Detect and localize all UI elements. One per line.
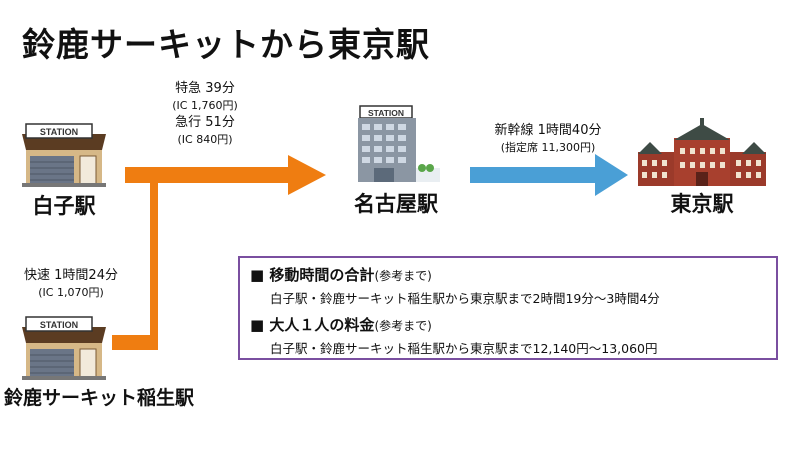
time-detail: 白子駅・鈴鹿サーキット稲生駅から東京駅まで2時間19分～3時間4分 — [270, 291, 660, 306]
shiroko-sign-text: STATION — [40, 127, 78, 137]
tokkyu-label: 特急 39分 — [175, 81, 235, 96]
kaisoku-fare: (IC 1,070円) — [38, 286, 104, 299]
summary-box: ■ 移動時間の合計(参考まで) 白子駅・鈴鹿サーキット稲生駅から東京駅まで2時間… — [238, 256, 778, 360]
fare-detail: 白子駅・鈴鹿サーキット稲生駅から東京駅まで12,140円～13,060円 — [270, 341, 658, 356]
time-heading: 移動時間の合計 — [269, 266, 375, 284]
blue-arrow — [470, 154, 628, 196]
nagoya-sign-text: STATION — [368, 108, 404, 118]
station-name-nagoya: 名古屋駅 — [354, 192, 438, 216]
station-name-tokyo: 東京駅 — [670, 192, 734, 216]
kaisoku-label: 快速 1時間24分 — [24, 268, 118, 283]
fare-section: ■ 大人１人の料金(参考まで) 白子駅・鈴鹿サーキット稲生駅から東京駅まで12,… — [250, 314, 770, 357]
page-title: 鈴鹿サーキットから東京駅 — [22, 25, 430, 64]
shiroko-station-building-icon: STATION — [22, 123, 106, 187]
suzuka-sign-text: STATION — [40, 320, 78, 330]
tokkyu-fare: (IC 1,760円) — [172, 99, 238, 112]
route-shiroko-nagoya: 特急 39分 (IC 1,760円) 急行 51分 (IC 840円) — [150, 80, 260, 148]
orange-connector — [112, 155, 326, 350]
time-section: ■ 移動時間の合計(参考まで) 白子駅・鈴鹿サーキット稲生駅から東京駅まで2時間… — [250, 264, 770, 307]
time-note: (参考まで) — [374, 269, 432, 283]
tokyo-station-building-icon — [638, 118, 766, 186]
station-name-shiroko: 白子駅 — [32, 194, 96, 218]
square-bullet-icon: ■ — [250, 316, 265, 334]
fare-note: (参考まで) — [374, 319, 432, 333]
kyuko-fare: (IC 840円) — [177, 133, 233, 146]
fare-heading: 大人１人の料金 — [269, 316, 375, 334]
route-suzuka-shiroko: 快速 1時間24分 (IC 1,070円) — [6, 267, 136, 301]
shinkansen-fare: (指定席 11,300円) — [500, 141, 596, 154]
shinkansen-label: 新幹線 1時間40分 — [494, 123, 602, 138]
suzuka-station-building-icon: STATION — [22, 316, 106, 380]
kyuko-label: 急行 51分 — [175, 115, 235, 130]
nagoya-station-building-icon: STATION — [358, 105, 440, 182]
route-nagoya-tokyo: 新幹線 1時間40分 (指定席 11,300円) — [468, 122, 628, 156]
square-bullet-icon: ■ — [250, 266, 265, 284]
station-name-suzuka: 鈴鹿サーキット稲生駅 — [4, 387, 195, 409]
